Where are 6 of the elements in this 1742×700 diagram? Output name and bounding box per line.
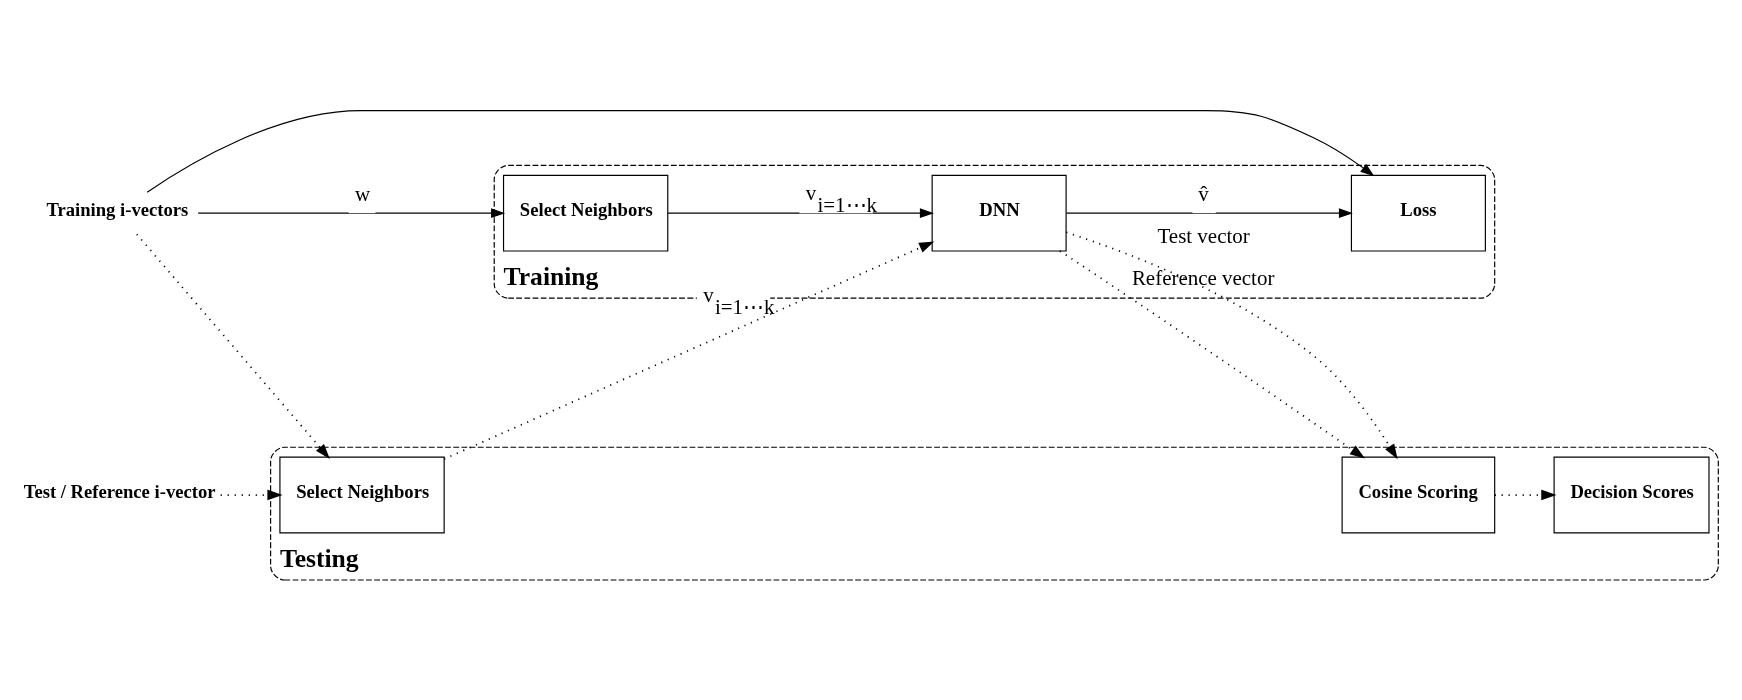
node-text: Training i-vectors <box>46 199 189 221</box>
edge-label: w <box>355 181 371 206</box>
node-text: Test / Reference i-vector <box>23 481 216 503</box>
edge-label: v̂ <box>1198 181 1209 206</box>
edge-label: Test vector <box>1157 223 1250 248</box>
edge-label: Reference vector <box>1131 265 1275 290</box>
